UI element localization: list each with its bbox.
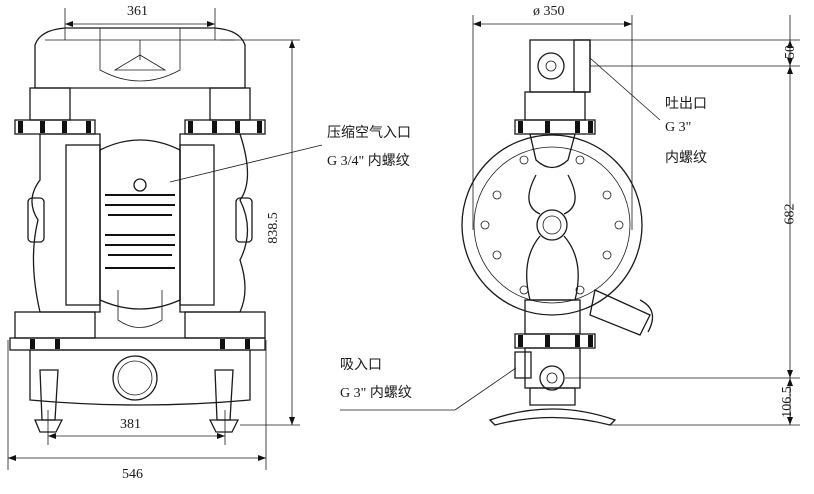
dimension-top-offset: 50 xyxy=(783,45,798,59)
inlet-label: 吸入口 xyxy=(340,358,382,373)
dimension-inner-width: 381 xyxy=(120,417,141,432)
outlet-size: G 3" xyxy=(665,120,692,135)
air-inlet-thread: G 3/4" 内螺纹 xyxy=(327,154,410,169)
front-view xyxy=(9,27,266,433)
front-dimensions xyxy=(7,8,323,470)
dimension-total-height: 838.5 xyxy=(265,212,281,244)
side-view xyxy=(461,39,654,426)
dimension-right-height: 682 xyxy=(782,203,798,225)
side-dimensions xyxy=(340,15,800,426)
inlet-thread: G 3" 内螺纹 xyxy=(340,386,412,401)
air-inlet-label: 压缩空气入口 xyxy=(327,126,411,141)
dimension-top-width: 361 xyxy=(127,4,148,19)
dimension-diameter: ø 350 xyxy=(533,4,565,19)
outlet-label: 吐出口 xyxy=(665,97,707,112)
dimension-bottom-offset: 106.5 xyxy=(779,386,795,418)
outlet-thread: 内螺纹 xyxy=(665,151,707,166)
dimension-base-width: 546 xyxy=(122,467,143,482)
